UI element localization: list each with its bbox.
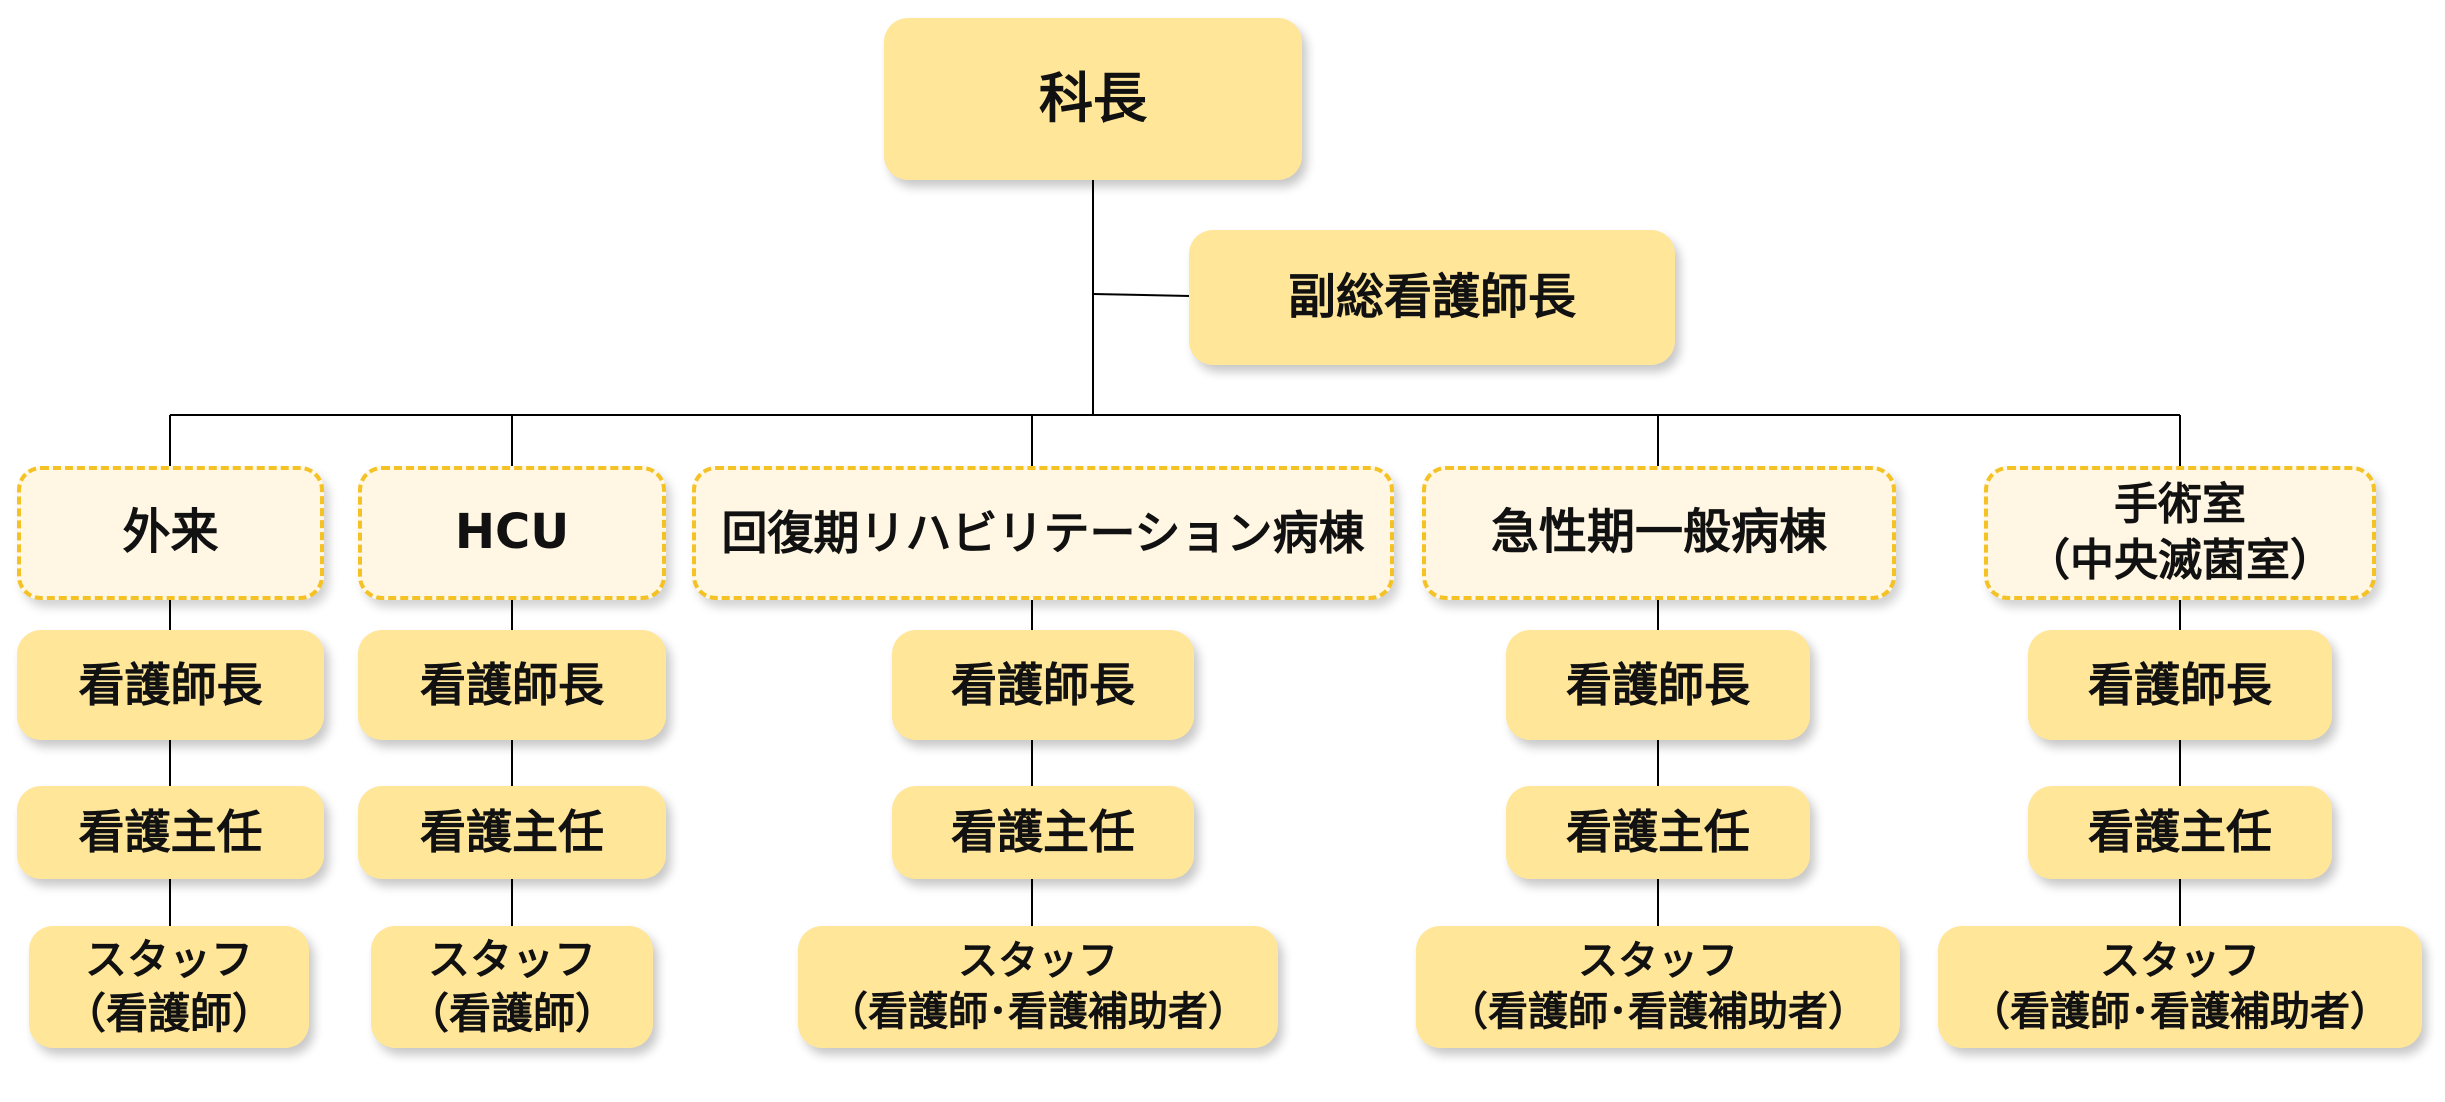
- rehabilitation-chief-nurse-box: 看護主任: [892, 786, 1194, 879]
- connector-deputy: [1092, 293, 1191, 297]
- department-hcu-box: HCU: [358, 466, 666, 600]
- operating-room-head-nurse-box: 看護師長: [2028, 630, 2332, 740]
- hcu-head-nurse-box: 看護師長: [358, 630, 666, 740]
- department-operating-room-box: 手術室 （中央滅菌室）: [1984, 466, 2376, 600]
- department-acute-ward-box: 急性期一般病棟: [1422, 466, 1896, 600]
- deputy-director-box: 副総看護師長: [1189, 230, 1675, 365]
- outpatient-chief-nurse-box: 看護主任: [17, 786, 324, 879]
- acute-staff-box: スタッフ （看護師･看護補助者）: [1416, 926, 1900, 1048]
- rehabilitation-head-nurse-box: 看護師長: [892, 630, 1194, 740]
- operating-room-staff-box: スタッフ （看護師･看護補助者）: [1938, 926, 2422, 1048]
- operating-room-chief-nurse-box: 看護主任: [2028, 786, 2332, 879]
- rehabilitation-staff-box: スタッフ （看護師･看護補助者）: [798, 926, 1278, 1048]
- hcu-chief-nurse-box: 看護主任: [358, 786, 666, 879]
- department-outpatient-box: 外来: [17, 466, 324, 600]
- department-rehabilitation-ward-box: 回復期リハビリテーション病棟: [692, 466, 1394, 600]
- outpatient-staff-box: スタッフ （看護師）: [29, 926, 309, 1048]
- chief-box: 科長: [884, 18, 1302, 180]
- acute-chief-nurse-box: 看護主任: [1506, 786, 1810, 879]
- outpatient-head-nurse-box: 看護師長: [17, 630, 324, 740]
- hcu-staff-box: スタッフ （看護師）: [371, 926, 653, 1048]
- acute-head-nurse-box: 看護師長: [1506, 630, 1810, 740]
